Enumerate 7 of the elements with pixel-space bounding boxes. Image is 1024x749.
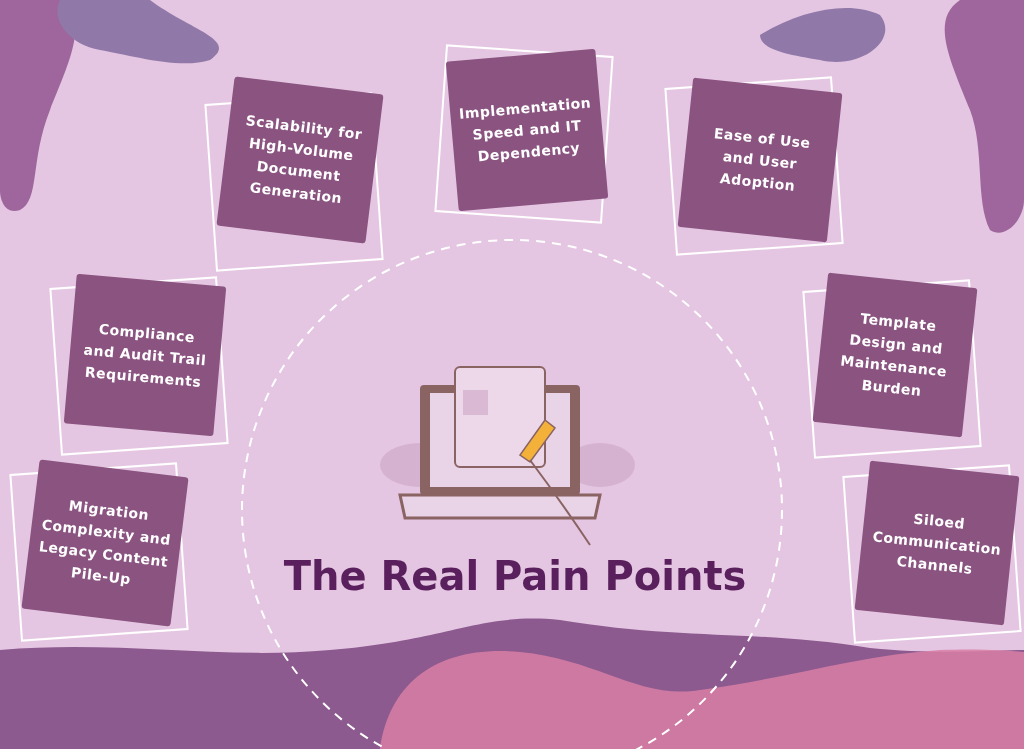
card-text: Compliance and Audit Trail Requirements xyxy=(82,319,208,392)
card-text: Implementation Speed and IT Dependency xyxy=(458,93,593,167)
card-text: Ease of Use and User Adoption xyxy=(712,124,813,196)
card-text: Template Design and Maintenance Burden xyxy=(838,309,949,401)
pain-point-card xyxy=(445,48,609,212)
title: The Real Pain Points xyxy=(282,553,748,599)
card-text: Scalability for High-Volume Document Generation xyxy=(243,111,365,209)
